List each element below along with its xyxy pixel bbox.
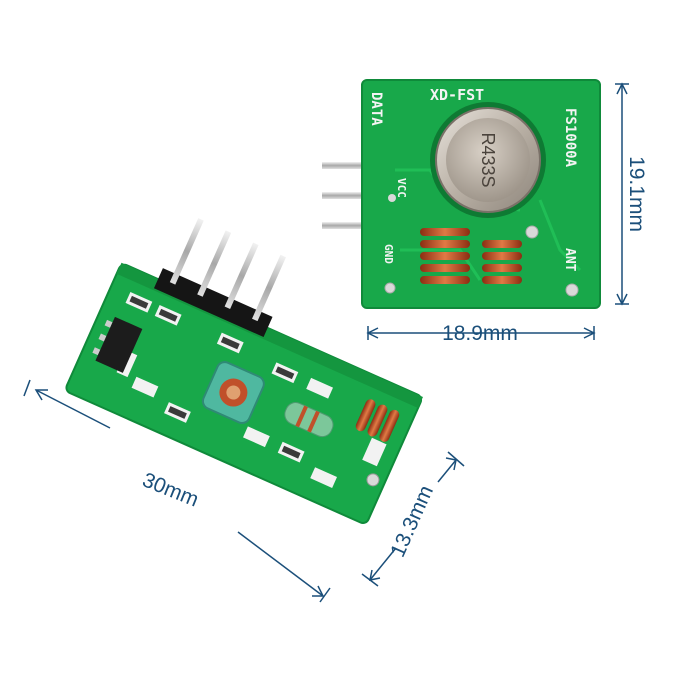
receiver-width-text: 13.3mm [386,482,438,561]
pin-label-data: DATA [368,92,384,126]
receiver-inductor [284,402,334,438]
transmitter-height-dimension [615,82,629,306]
transmitter-brand-label: XD-FST [430,86,484,104]
receiver-length-dimension [23,379,331,603]
receiver-coil [355,399,400,442]
transmitter-coil [420,228,522,284]
pin-label-vcc: VCC [395,178,408,198]
transmitter-width-text: 18.9mm [442,322,518,345]
receiver-module [65,218,423,524]
transmitter-width-dimension [366,326,596,340]
pin-label-gnd: GND [382,244,395,264]
receiver-length-text: 30mm [139,468,202,511]
crystal-marking: R433S [478,132,498,187]
transmitter-module: XD-FST FS1000A DATA VCC GND ANT R433S [322,79,601,309]
transmitter-model-label: FS1000A [562,108,578,168]
receiver-header-pins [153,218,286,338]
transmitter-height-text: 19.1mm [625,156,648,232]
receiver-width-dimension [361,451,465,587]
saw-resonator: R433S [430,102,546,218]
tuning-coil [201,361,265,424]
receiver-ic [92,316,143,373]
antenna-label: ANT [562,248,577,272]
